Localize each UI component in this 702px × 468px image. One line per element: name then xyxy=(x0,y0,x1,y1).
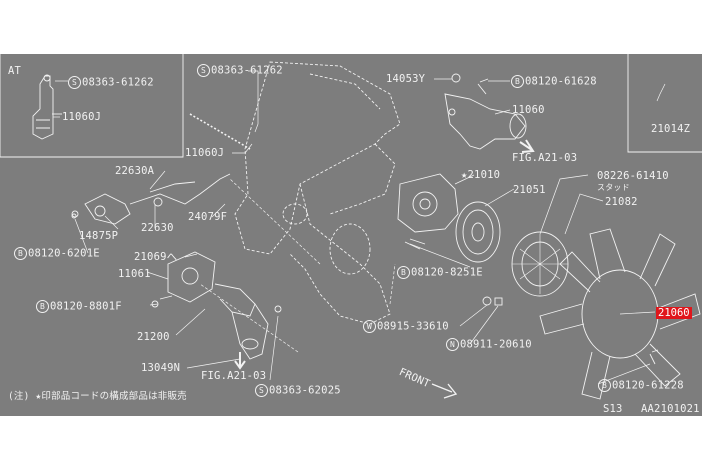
label-s13: S13 xyxy=(603,403,623,415)
engine-block-outline xyxy=(234,61,401,325)
label-aa-code: AA2101021 xyxy=(641,403,700,415)
leader-lines xyxy=(53,70,666,385)
harness-part xyxy=(71,173,231,225)
label-11061: 11061 xyxy=(118,268,151,280)
diagram-drawing xyxy=(0,54,702,400)
fan-part xyxy=(539,228,701,400)
w-badge: W xyxy=(363,320,376,333)
flow-arrow-down xyxy=(234,352,246,370)
label-21200: 21200 xyxy=(137,331,170,343)
flow-arrow-right xyxy=(519,139,535,153)
at-inset-frame xyxy=(0,54,184,158)
label-stud: スタッド xyxy=(597,183,630,192)
pulley-part xyxy=(455,201,501,263)
s-badge: S xyxy=(68,76,81,89)
label-21069: 21069へ xyxy=(134,251,178,263)
label-24079f: 24079F xyxy=(188,211,228,223)
footnote: (注) ★印部品コードの構成部品は非販売 xyxy=(8,391,187,402)
water-inlet-part xyxy=(159,251,269,360)
at-bracket-part xyxy=(32,74,62,140)
label-fig-a21-03-top: FIG.A21-03 xyxy=(512,152,578,164)
dipstick-part xyxy=(189,113,251,150)
inset-21014z-frame xyxy=(627,54,702,153)
label-21051: 21051 xyxy=(513,184,546,196)
n-badge: N xyxy=(446,338,459,351)
label-14053y: 14053Y xyxy=(386,73,426,85)
b-badge: B xyxy=(397,266,410,279)
label-21014z: 21014Z xyxy=(651,123,691,135)
label-11060j: 11060J xyxy=(185,147,225,159)
label-11060j-at: 11060J xyxy=(62,111,102,123)
b-badge: B xyxy=(36,300,49,313)
label-13049n: 13049N xyxy=(141,362,181,374)
label-22630a: 22630A xyxy=(115,165,155,177)
s-badge: S xyxy=(197,64,210,77)
label-14875p: 14875P xyxy=(79,230,119,242)
b-badge: B xyxy=(598,379,611,392)
label-08226-61410: 08226-61410 xyxy=(597,170,669,182)
water-outlet-part xyxy=(444,73,527,150)
label-21060-highlight: 21060 xyxy=(656,307,692,319)
label-fig-a21-03-bottom: FIG.A21-03 xyxy=(201,370,267,382)
front-arrow xyxy=(431,383,458,399)
b-badge: B xyxy=(14,247,27,260)
label-22630: 22630 xyxy=(141,222,174,234)
label-11060: 11060 xyxy=(512,104,545,116)
b-badge: B xyxy=(511,75,524,88)
fan-coupling-part xyxy=(511,231,569,297)
label-21010: ★21010 xyxy=(461,169,501,181)
water-pump-part xyxy=(397,173,459,250)
label-at: AT xyxy=(8,65,22,77)
label-21082: 21082 xyxy=(605,196,638,208)
s-badge: S xyxy=(255,384,268,397)
